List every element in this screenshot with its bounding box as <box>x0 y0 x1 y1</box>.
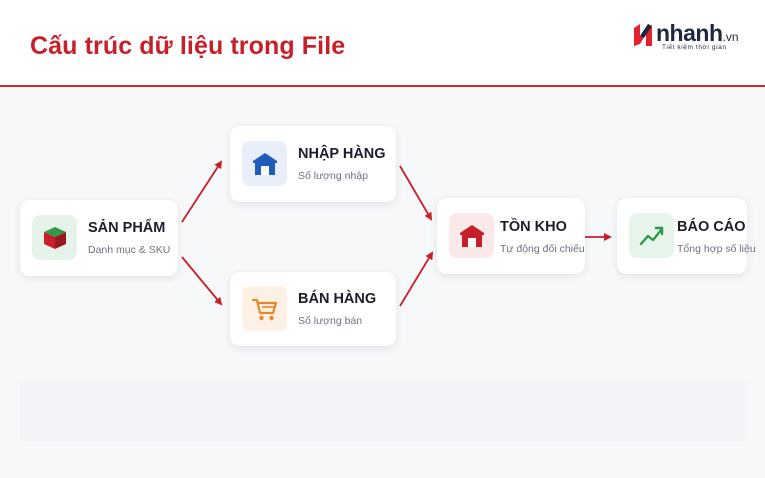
arrow-sanpham-banhang <box>181 256 223 306</box>
node-bao-cao[interactable]: BÁO CÁO Tổng hợp số liệu <box>617 198 756 274</box>
nhap-hang-icon-box <box>242 141 287 186</box>
ban-hang-title: BÁN HÀNG <box>298 291 377 307</box>
san-pham-icon-box <box>32 215 77 260</box>
ton-kho-subtitle: Tự động đối chiếu <box>500 243 585 255</box>
bao-cao-title: BÁO CÁO <box>677 219 746 235</box>
bottom-panel <box>20 380 747 442</box>
arrow-sanpham-nhaphang <box>181 160 223 223</box>
arrow-nhaphang-tonkho <box>399 165 433 221</box>
nhap-hang-subtitle: Số lượng nhập <box>298 170 368 182</box>
ton-kho-title: TỒN KHO <box>500 219 567 235</box>
brand-logo[interactable]: nhanh.vn Tiết kiệm thời gian <box>632 20 752 54</box>
logo-wordmark: nhanh.vn <box>656 20 739 47</box>
bao-cao-subtitle: Tổng hợp số liệu <box>677 243 756 255</box>
san-pham-title: SẢN PHẨM <box>88 220 166 236</box>
node-ton-kho[interactable]: TỒN KHO Tự động đối chiếu <box>437 198 585 274</box>
ban-hang-subtitle: Số lượng bán <box>298 315 363 327</box>
nhanh-logo-icon <box>634 24 652 46</box>
logo-tagline: Tiết kiệm thời gian <box>662 44 727 51</box>
page-title: Cấu trúc dữ liệu trong File <box>30 32 346 60</box>
node-san-pham[interactable]: SẢN PHẨM Danh mục & SKU <box>20 200 178 276</box>
ban-hang-icon-box <box>242 286 287 331</box>
node-ban-hang[interactable]: BÁN HÀNG Số lượng bán <box>230 272 396 346</box>
cube-icon <box>43 226 66 249</box>
bao-cao-icon-box <box>629 213 674 258</box>
logo-brand: nhanh <box>656 20 723 46</box>
san-pham-subtitle: Danh mục & SKU <box>88 244 171 256</box>
node-nhap-hang[interactable]: NHẬP HÀNG Số lượng nhập <box>230 126 396 202</box>
nhap-hang-title: NHẬP HÀNG <box>298 146 386 162</box>
arrow-banhang-tonkho <box>399 251 434 307</box>
header-bar: Cấu trúc dữ liệu trong File nhanh.vn Tiế… <box>0 0 765 87</box>
warehouse-icon <box>252 152 277 175</box>
warehouse-icon <box>459 224 484 247</box>
ton-kho-icon-box <box>449 213 494 258</box>
cart-icon <box>251 298 277 320</box>
trend-up-icon <box>639 226 663 245</box>
logo-tld: .vn <box>722 30 739 44</box>
